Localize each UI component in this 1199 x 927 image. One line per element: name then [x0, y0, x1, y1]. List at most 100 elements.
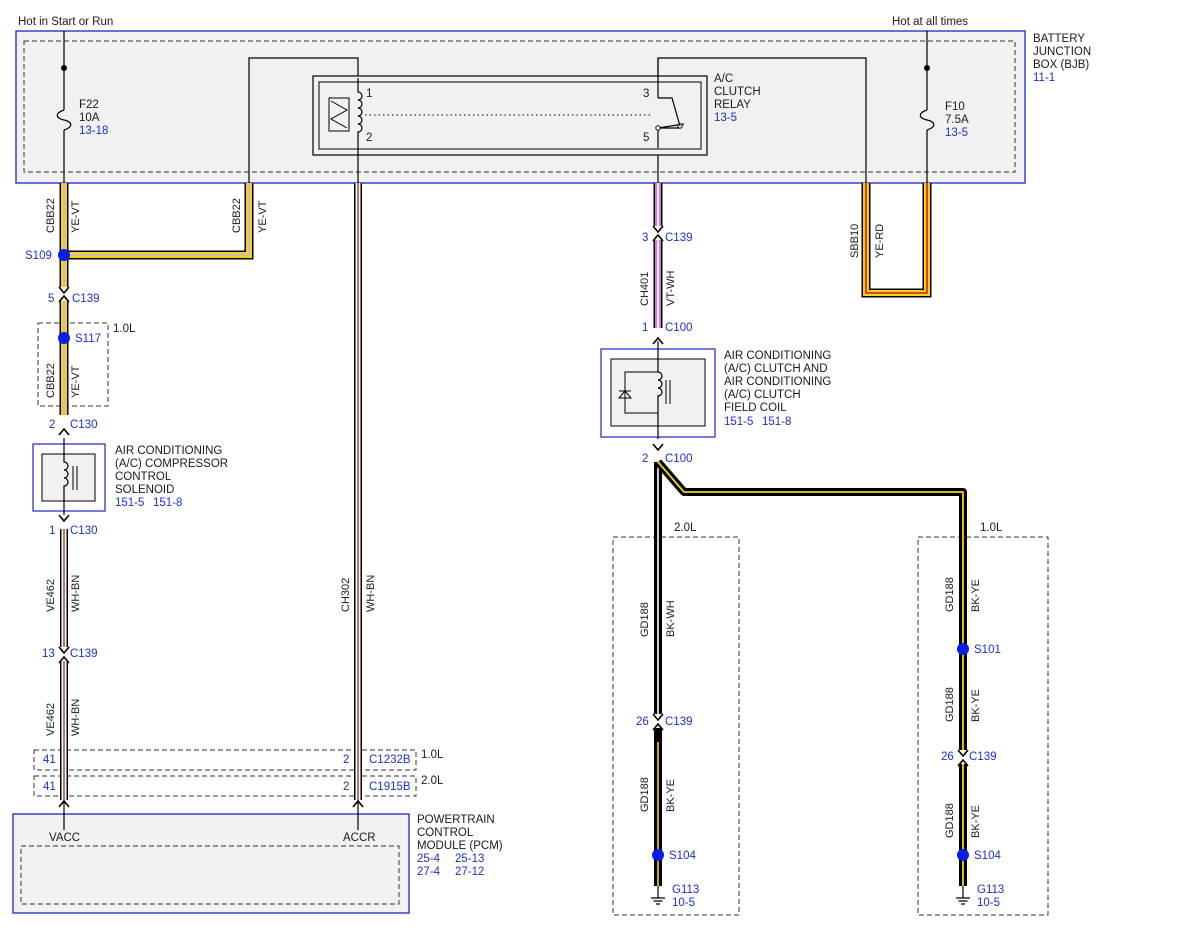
- pcm-title-line1: POWERTRAIN: [417, 814, 495, 826]
- label-s109[interactable]: S109: [25, 250, 52, 262]
- ground-g113-left-label[interactable]: G113: [672, 884, 699, 896]
- label-c1915b[interactable]: C1915B: [369, 781, 411, 793]
- label-c130-a[interactable]: C130: [70, 419, 98, 431]
- relay-ref[interactable]: 13-5: [714, 112, 737, 124]
- ac-clutch-field-coil: [600, 340, 716, 446]
- label-bk-ye-a: BK-YE: [665, 779, 677, 812]
- f10-rating: 7.5A: [945, 114, 969, 126]
- fuse-f10: [919, 65, 935, 131]
- label-c130-b[interactable]: C130: [70, 525, 98, 537]
- ground-g113-right-label[interactable]: G113: [977, 884, 1004, 896]
- label-c139-a[interactable]: C139: [72, 293, 100, 305]
- ac-clutch-relay: [312, 58, 708, 156]
- label-s104-left[interactable]: S104: [669, 850, 696, 862]
- ground-g113-left: [650, 886, 666, 905]
- pin-2-c100: 2: [642, 453, 648, 465]
- pcm-title-line2: CONTROL: [417, 827, 474, 839]
- label-wh-bn-a: WH-BN: [70, 575, 82, 612]
- label-s104-right[interactable]: S104: [974, 850, 1001, 862]
- label-ch302: CH302: [340, 578, 352, 612]
- bjb-title-line3: BOX (BJB): [1033, 59, 1089, 71]
- label-bk-ye-d: BK-YE: [970, 805, 982, 838]
- option-box-c1232b: [33, 749, 417, 771]
- option-1-0l-c1232b: 1.0L: [421, 749, 444, 761]
- label-gd188-b: GD188: [639, 777, 651, 812]
- label-ve462-a: VE462: [45, 579, 57, 612]
- label-bk-ye-b: BK-YE: [970, 579, 982, 612]
- relay-pin-2: 2: [366, 132, 372, 144]
- label-c139-c[interactable]: C139: [665, 232, 693, 244]
- clutch-ref-1[interactable]: 151-5: [724, 416, 753, 428]
- label-sbb10: SBB10: [849, 224, 861, 258]
- pcm-ref-3[interactable]: 27-4: [417, 866, 441, 878]
- label-s117[interactable]: S117: [75, 333, 101, 345]
- label-c1232b[interactable]: C1232B: [369, 754, 411, 766]
- label-hot-in-start-or-run: Hot in Start or Run: [18, 16, 113, 28]
- label-vt-wh: VT-WH: [665, 271, 677, 306]
- option-box-2-0l-ground: [612, 536, 740, 916]
- label-gd188-a: GD188: [639, 602, 651, 637]
- label-gd188-d: GD188: [944, 687, 956, 722]
- compressor-solenoid: [32, 438, 106, 516]
- wire-gd188-bk-ye: [654, 459, 967, 886]
- label-c100-a[interactable]: C100: [665, 322, 693, 334]
- clutch-title-line2: (A/C) CLUTCH AND: [724, 363, 828, 375]
- pin-2-c1915b: 2: [343, 781, 349, 793]
- label-c139-b[interactable]: C139: [70, 648, 98, 660]
- f10-name: F10: [945, 101, 965, 113]
- clutch-title-line4: (A/C) CLUTCH: [724, 389, 801, 401]
- pin-26-c139-left: 26: [636, 716, 649, 728]
- solenoid-ref-1[interactable]: 151-5: [115, 497, 144, 509]
- option-box-s117: [37, 322, 109, 407]
- label-cbb22-b: CBB22: [231, 198, 243, 233]
- clutch-ref-2[interactable]: 151-8: [762, 416, 791, 428]
- f22-name: F22: [79, 99, 99, 111]
- solenoid-ref-2[interactable]: 151-8: [153, 497, 182, 509]
- clutch-title-line1: AIR CONDITIONING: [724, 350, 831, 362]
- option-2-0l-ground: 2.0L: [674, 522, 697, 534]
- label-c100-b[interactable]: C100: [665, 453, 693, 465]
- label-wh-bn-b: WH-BN: [70, 699, 82, 736]
- option-box-c1915b: [33, 775, 417, 797]
- relay-pin-3: 3: [643, 88, 649, 100]
- label-wh-bn-c: WH-BN: [365, 575, 377, 612]
- solenoid-title-line1: AIR CONDITIONING: [115, 445, 222, 457]
- label-ye-vt-a: YE-VT: [70, 200, 82, 233]
- pin-2-c130: 2: [49, 419, 55, 431]
- label-c139-e[interactable]: C139: [969, 751, 997, 763]
- f22-ref[interactable]: 13-18: [79, 125, 108, 137]
- f22-rating: 10A: [79, 112, 100, 124]
- connector-arrows: [58, 225, 969, 830]
- ground-g113-right-ref[interactable]: 10-5: [977, 897, 1000, 909]
- solenoid-title-line4: SOLENOID: [115, 484, 174, 496]
- label-hot-at-all-times: Hot at all times: [892, 16, 968, 28]
- label-s101[interactable]: S101: [974, 644, 1001, 656]
- label-cbb22-a: CBB22: [45, 198, 57, 233]
- pcm-ref-1[interactable]: 25-4: [417, 853, 441, 865]
- splice-s117: [58, 332, 70, 344]
- label-ye-rd: YE-RD: [874, 224, 886, 258]
- f10-ref[interactable]: 13-5: [945, 127, 968, 139]
- label-ve462-b: VE462: [45, 703, 57, 736]
- pin-3-c139: 3: [642, 232, 648, 244]
- pin-2-c1232b: 2: [343, 754, 349, 766]
- pin-13-c139: 13: [42, 648, 55, 660]
- pcm-ref-2[interactable]: 25-13: [455, 853, 484, 865]
- pcm-ref-4[interactable]: 27-12: [455, 866, 484, 878]
- option-1-0l-ground: 1.0L: [980, 522, 1003, 534]
- relay-pin-1: 1: [366, 88, 372, 100]
- relay-title-line1: A/C: [714, 73, 733, 85]
- label-cbb22-c: CBB22: [45, 363, 57, 398]
- label-c139-d[interactable]: C139: [665, 716, 693, 728]
- pin-1-c130: 1: [49, 525, 55, 537]
- pcm-title-line3: MODULE (PCM): [417, 840, 503, 852]
- splice-s101: [957, 643, 969, 655]
- pin-41-c1232b: 41: [43, 754, 56, 766]
- bjb-ref[interactable]: 11-1: [1033, 72, 1055, 84]
- option-box-1-0l-ground: [917, 536, 1049, 916]
- ground-g113-left-ref[interactable]: 10-5: [672, 897, 695, 909]
- relay-title-line3: RELAY: [714, 99, 751, 111]
- label-bk-ye-c: BK-YE: [970, 689, 982, 722]
- clutch-title-line5: FIELD COIL: [724, 402, 787, 414]
